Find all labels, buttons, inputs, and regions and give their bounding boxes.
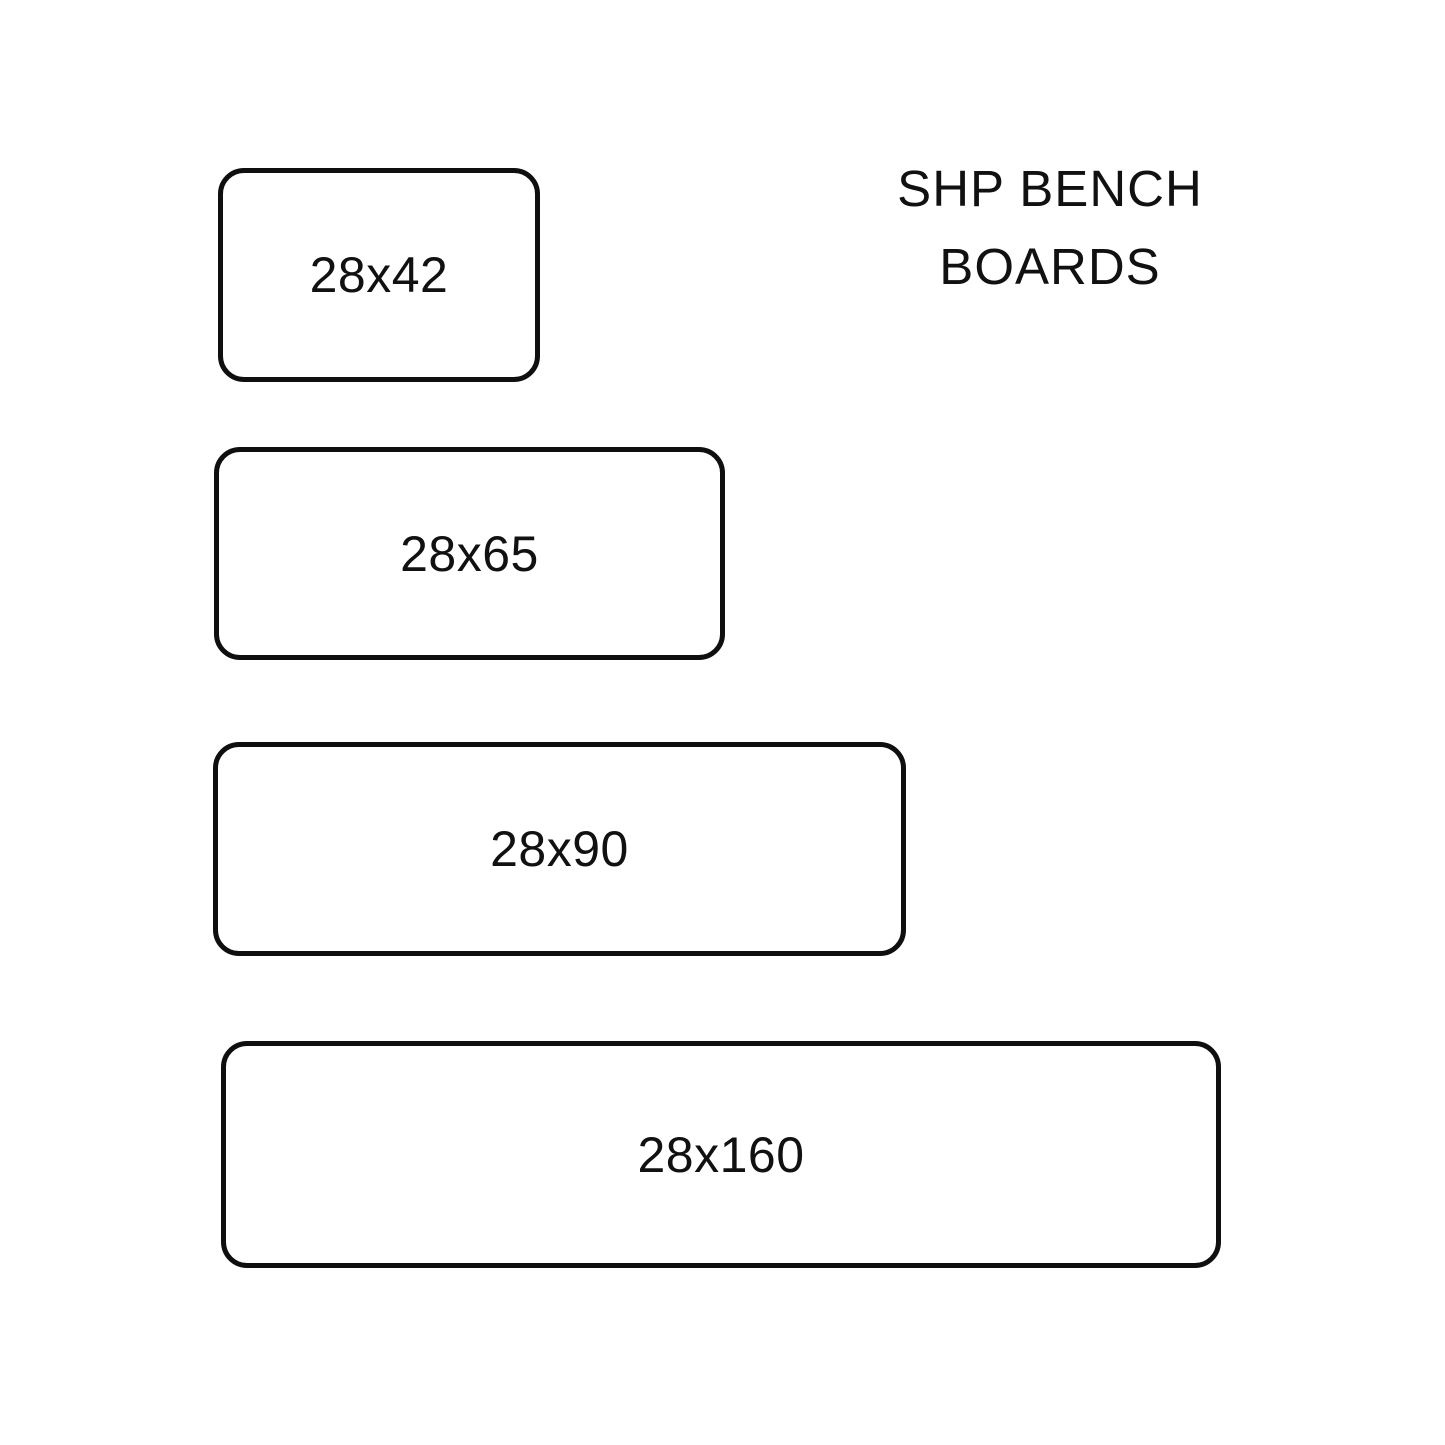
board-shape-28x90: 28x90 <box>213 742 906 956</box>
board-label-28x160: 28x160 <box>637 1126 805 1183</box>
board-shape-28x160: 28x160 <box>221 1041 1221 1268</box>
diagram-title-line-1: SHP BENCH <box>897 160 1203 217</box>
board-shape-28x65: 28x65 <box>214 447 725 660</box>
diagram-title-line-2: BOARDS <box>939 238 1161 295</box>
board-label-28x42: 28x42 <box>309 247 449 303</box>
diagram-title: SHP BENCH BOARDS <box>850 150 1250 306</box>
board-label-28x90: 28x90 <box>490 821 629 877</box>
board-label-28x65: 28x65 <box>400 525 539 582</box>
board-shape-28x42: 28x42 <box>218 168 540 382</box>
